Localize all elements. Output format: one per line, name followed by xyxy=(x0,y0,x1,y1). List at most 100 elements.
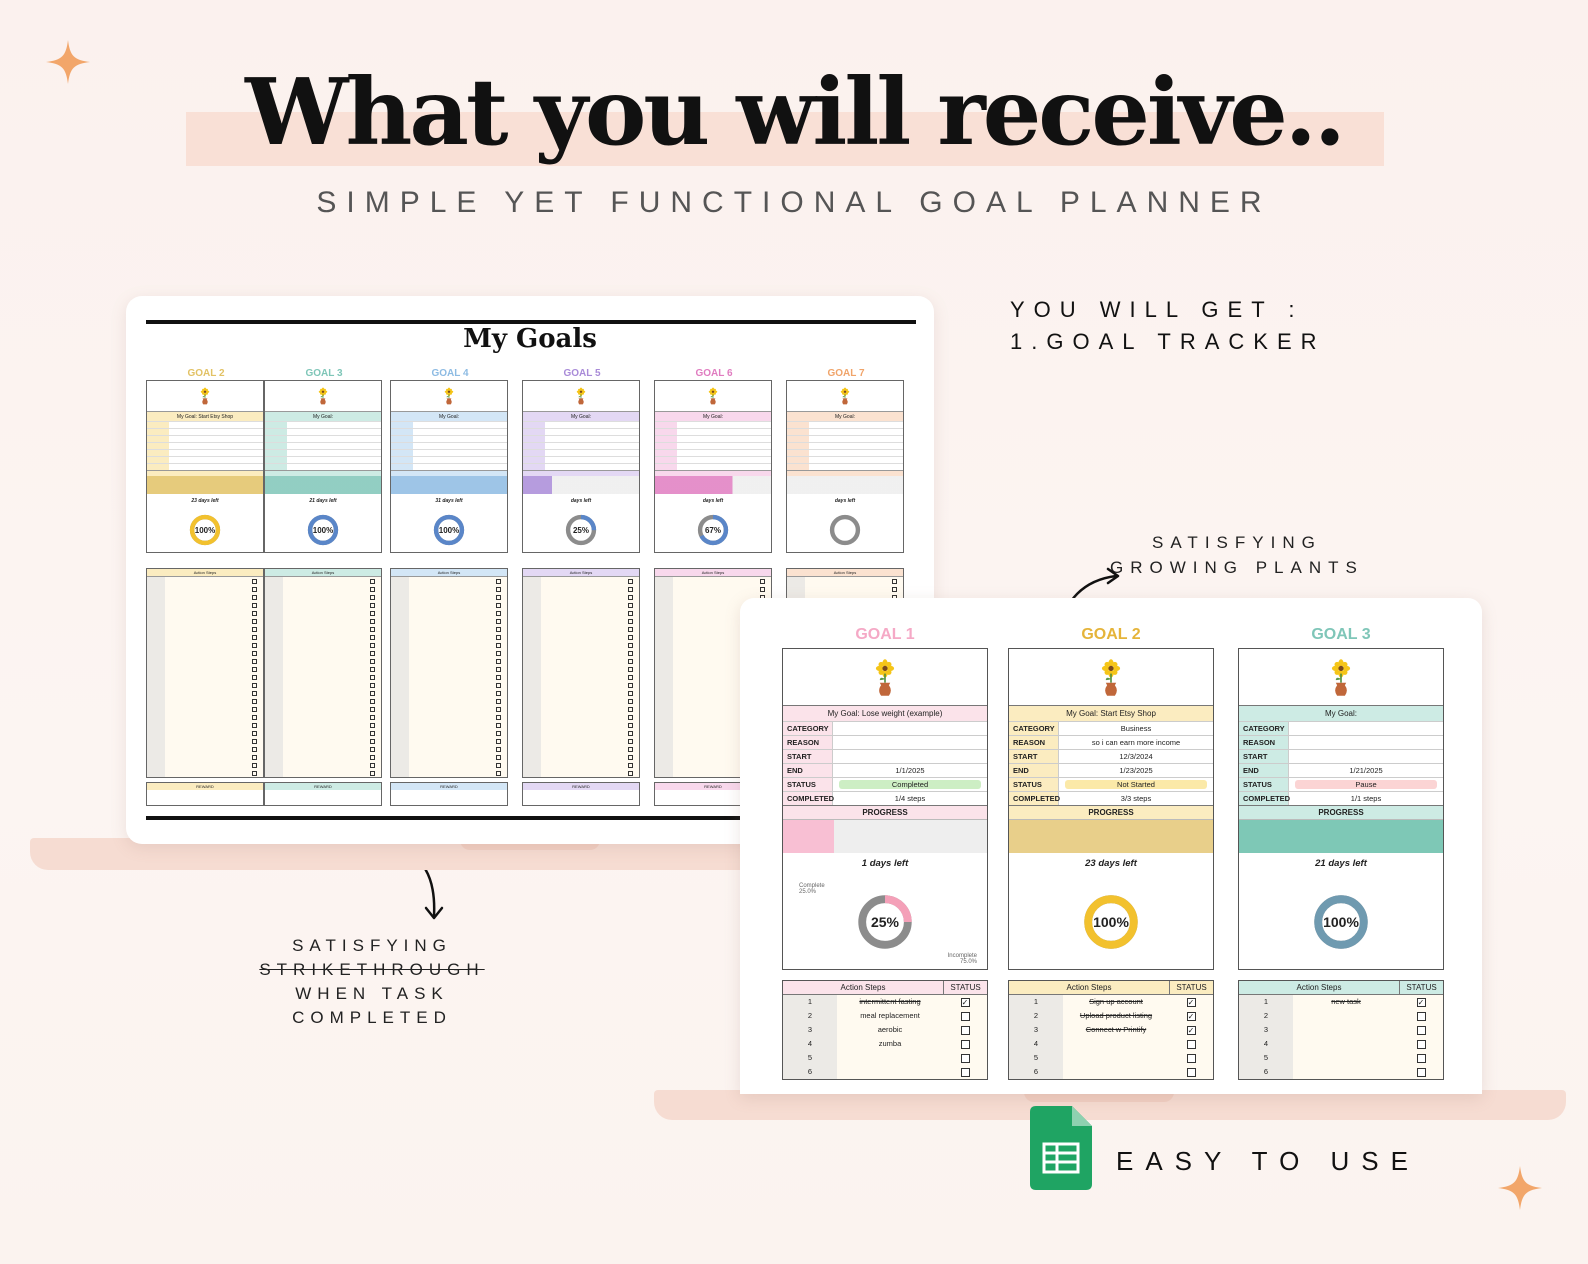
checkbox[interactable]: ✓ xyxy=(1416,997,1426,1007)
checkbox[interactable] xyxy=(363,577,381,585)
field-value[interactable] xyxy=(1289,736,1443,749)
checkbox[interactable] xyxy=(489,705,507,713)
checkbox[interactable] xyxy=(363,753,381,761)
checkbox[interactable] xyxy=(363,721,381,729)
checkbox[interactable] xyxy=(621,665,639,673)
checkbox[interactable] xyxy=(245,633,263,641)
checkbox[interactable] xyxy=(489,649,507,657)
field-value[interactable] xyxy=(1289,722,1443,735)
checkbox[interactable] xyxy=(363,657,381,665)
goal-start-row[interactable]: START xyxy=(783,749,987,763)
checkbox[interactable] xyxy=(489,769,507,777)
checkbox[interactable] xyxy=(489,593,507,601)
checkbox[interactable] xyxy=(621,585,639,593)
checkbox[interactable] xyxy=(245,761,263,769)
checkbox[interactable] xyxy=(1399,1023,1443,1037)
checkbox[interactable] xyxy=(245,769,263,777)
checkbox[interactable] xyxy=(621,761,639,769)
checkbox[interactable] xyxy=(621,641,639,649)
checkbox[interactable] xyxy=(621,593,639,601)
checkbox[interactable] xyxy=(363,689,381,697)
step-text[interactable] xyxy=(1063,1037,1169,1051)
status-dropdown[interactable]: Not Started xyxy=(1065,780,1207,789)
step-text[interactable] xyxy=(1063,1065,1169,1079)
checkbox[interactable] xyxy=(621,769,639,777)
checkbox[interactable] xyxy=(363,641,381,649)
checkbox[interactable] xyxy=(621,753,639,761)
goal-reason-row[interactable]: REASON xyxy=(783,735,987,749)
checkbox[interactable] xyxy=(489,713,507,721)
checkbox[interactable] xyxy=(621,657,639,665)
checkbox[interactable] xyxy=(885,585,903,593)
checkbox[interactable] xyxy=(489,641,507,649)
checkbox[interactable] xyxy=(943,1037,987,1051)
checkbox[interactable] xyxy=(1169,1065,1213,1079)
checkbox[interactable] xyxy=(489,737,507,745)
checkbox[interactable] xyxy=(363,625,381,633)
checkbox[interactable] xyxy=(621,609,639,617)
field-value[interactable]: 1/23/2025 xyxy=(1119,766,1153,775)
checkbox[interactable]: ✓ xyxy=(960,997,970,1007)
field-value[interactable] xyxy=(1289,750,1443,763)
checkbox[interactable] xyxy=(363,633,381,641)
checkbox[interactable] xyxy=(489,721,507,729)
checkbox[interactable] xyxy=(1399,1009,1443,1023)
checkbox[interactable] xyxy=(245,681,263,689)
field-value[interactable]: 1/21/2025 xyxy=(1349,766,1383,775)
checkbox[interactable] xyxy=(621,729,639,737)
step-text[interactable]: new task xyxy=(1331,997,1361,1006)
goal-category-row[interactable]: CATEGORY xyxy=(783,721,987,735)
field-value[interactable] xyxy=(833,736,987,749)
field-value[interactable] xyxy=(833,750,987,763)
goal-start-row[interactable]: START xyxy=(1239,749,1443,763)
checkbox[interactable] xyxy=(621,721,639,729)
step-text[interactable] xyxy=(1293,1065,1399,1079)
checkbox[interactable] xyxy=(489,609,507,617)
checkbox[interactable] xyxy=(245,641,263,649)
checkbox[interactable] xyxy=(363,737,381,745)
checkbox[interactable] xyxy=(753,585,771,593)
step-text[interactable] xyxy=(1293,1023,1399,1037)
checkbox[interactable] xyxy=(621,705,639,713)
checkbox[interactable] xyxy=(363,745,381,753)
checkbox[interactable] xyxy=(489,601,507,609)
checkbox[interactable] xyxy=(489,585,507,593)
checkbox[interactable]: ✓ xyxy=(1186,1011,1196,1021)
checkbox[interactable] xyxy=(621,713,639,721)
checkbox[interactable] xyxy=(621,681,639,689)
checkbox[interactable] xyxy=(1399,1051,1443,1065)
step-text[interactable] xyxy=(837,1065,943,1079)
checkbox[interactable]: ✓ xyxy=(1186,1025,1196,1035)
checkbox[interactable] xyxy=(363,673,381,681)
checkbox[interactable] xyxy=(943,1009,987,1023)
checkbox[interactable] xyxy=(621,617,639,625)
checkbox[interactable] xyxy=(363,649,381,657)
checkbox[interactable] xyxy=(1399,1037,1443,1051)
checkbox[interactable] xyxy=(621,745,639,753)
checkbox[interactable] xyxy=(489,633,507,641)
checkbox[interactable] xyxy=(363,585,381,593)
step-text[interactable]: Connect w Printify xyxy=(1085,1025,1147,1034)
checkbox[interactable] xyxy=(1169,1037,1213,1051)
checkbox[interactable] xyxy=(363,681,381,689)
checkbox[interactable] xyxy=(489,761,507,769)
checkbox[interactable] xyxy=(621,689,639,697)
step-text[interactable]: aerobic xyxy=(877,1025,903,1034)
checkbox[interactable] xyxy=(245,737,263,745)
checkbox[interactable] xyxy=(489,689,507,697)
checkbox[interactable] xyxy=(245,705,263,713)
checkbox[interactable] xyxy=(363,601,381,609)
step-text[interactable]: Sign up account xyxy=(1089,997,1143,1006)
goal-card[interactable]: My Goal:days left xyxy=(786,380,904,553)
checkbox[interactable] xyxy=(245,601,263,609)
checkbox[interactable] xyxy=(245,585,263,593)
checkbox[interactable] xyxy=(245,617,263,625)
